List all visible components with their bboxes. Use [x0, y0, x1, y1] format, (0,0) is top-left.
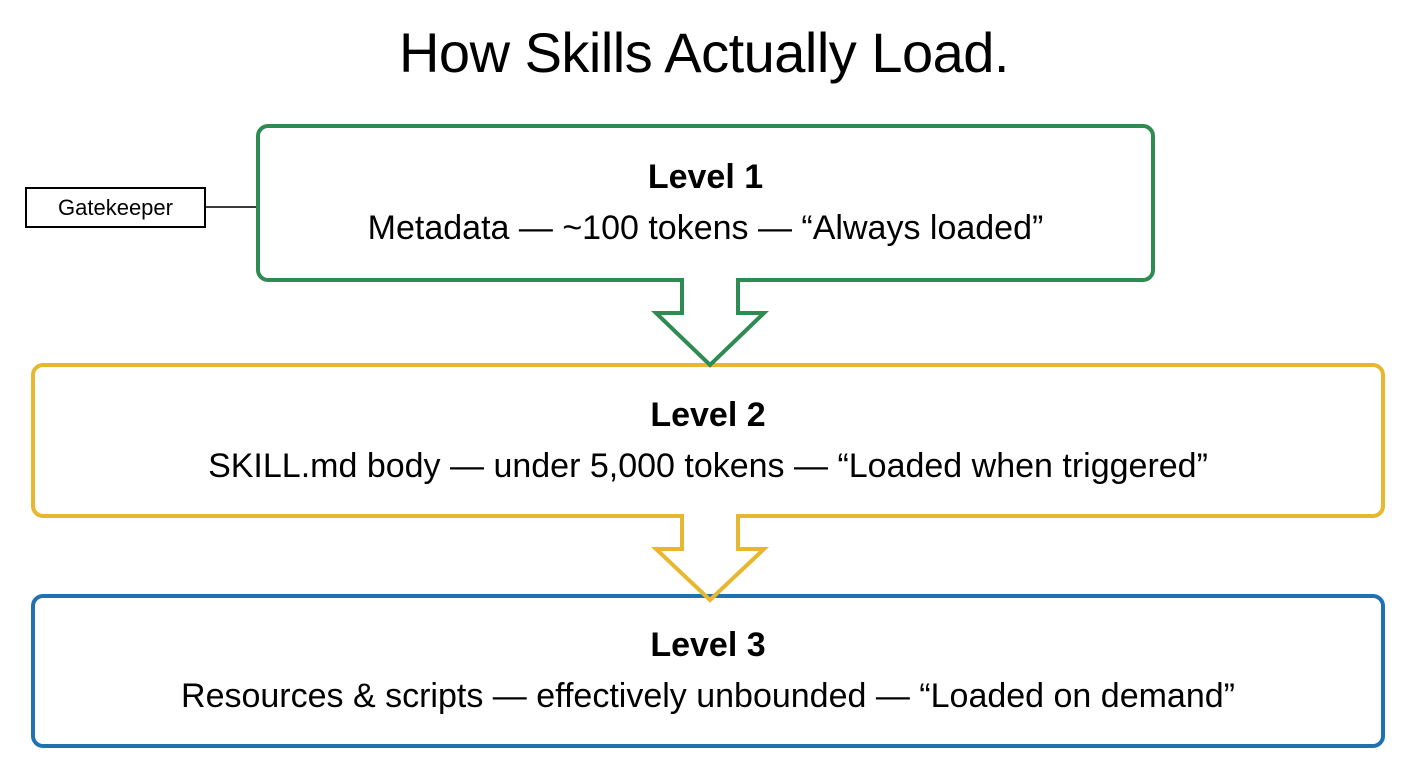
level-2-title: Level 2: [650, 395, 766, 434]
arrow-level2-to-level3: [650, 514, 770, 603]
level-3-description: Resources & scripts — effectively unboun…: [181, 677, 1235, 715]
level-2-box: Level 2 SKILL.md body — under 5,000 toke…: [31, 363, 1385, 518]
level-1-description: Metadata — ~100 tokens — “Always loaded”: [367, 209, 1044, 247]
level-2-description: SKILL.md body — under 5,000 tokens — “Lo…: [208, 446, 1208, 485]
level-2-border-gap: [678, 510, 742, 522]
gatekeeper-label: Gatekeeper: [58, 194, 173, 220]
level-1-border-gap: [678, 274, 742, 286]
level-1-title: Level 1: [647, 158, 764, 196]
level-1-box: Level 1 Metadata — ~100 tokens — “Always…: [256, 124, 1155, 282]
gatekeeper-connector-line: [206, 206, 258, 208]
level-3-title: Level 3: [650, 626, 766, 664]
gatekeeper-callout: Gatekeeper: [25, 187, 206, 228]
page-title: How Skills Actually Load.: [398, 21, 1010, 84]
level-3-box: Level 3 Resources & scripts — effectivel…: [31, 594, 1385, 748]
arrow-level1-to-level2: [651, 278, 769, 368]
